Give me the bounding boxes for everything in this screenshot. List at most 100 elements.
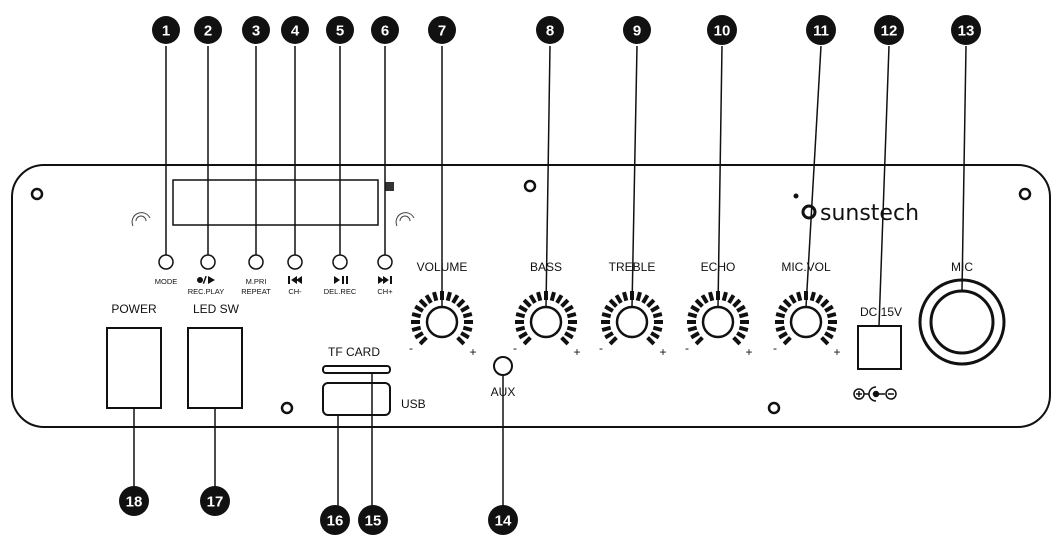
knob-tick (432, 291, 439, 302)
mic-vol-knob[interactable] (775, 291, 837, 346)
rec-play-button[interactable] (200, 254, 216, 270)
knob-tick (515, 312, 526, 319)
del-rec-button[interactable] (332, 254, 348, 270)
knob-tick (460, 304, 470, 313)
knob-tick (732, 336, 742, 346)
mode-button[interactable] (158, 254, 174, 270)
knob-tick (411, 312, 422, 319)
knob-tick (604, 331, 614, 340)
ch-minus-button[interactable] (287, 254, 303, 270)
leader-lines (133, 45, 967, 507)
knob-tick (622, 291, 629, 302)
volume-plus-mark: + (469, 345, 476, 359)
svg-text:14: 14 (495, 513, 512, 530)
led-sw-switch[interactable] (187, 327, 243, 409)
knob-tick (566, 325, 577, 332)
usb-label: USB (401, 397, 426, 411)
knob-tick (646, 298, 656, 308)
knob-tick (687, 325, 698, 332)
knob-tick (788, 294, 797, 304)
svg-text:3: 3 (252, 23, 260, 40)
bass-knob[interactable] (515, 291, 577, 346)
knob-tick (650, 331, 660, 340)
knob-tick (809, 291, 816, 302)
knob-tick (614, 294, 623, 304)
screw-hole (30, 187, 44, 201)
knob-tick (687, 312, 698, 319)
dc-label: DC 15V (860, 305, 902, 319)
knob-tick (462, 325, 473, 332)
bass-plus-mark: + (573, 345, 580, 359)
svg-text:4: 4 (291, 23, 300, 40)
knob-tick (824, 304, 834, 313)
screw-hole (1018, 187, 1032, 201)
knob-tick (456, 336, 466, 346)
display-window (172, 179, 379, 226)
knob-tick (518, 304, 528, 313)
svg-text:9: 9 (633, 23, 641, 40)
callout-11: 11 (806, 15, 836, 45)
knob-tick (736, 331, 746, 340)
slash-icon (202, 275, 207, 284)
screw-hole (280, 401, 294, 415)
power-label: POWER (111, 302, 157, 316)
volume-minus-mark: - (409, 341, 413, 355)
usb-port[interactable] (322, 382, 391, 416)
knob-tick (782, 298, 792, 308)
knob-tick (694, 298, 704, 308)
aux-jack[interactable] (493, 356, 513, 376)
ch-plus-button[interactable] (377, 254, 393, 270)
svg-text:7: 7 (438, 23, 446, 40)
knob-tick (601, 312, 612, 319)
ch-minus-label: CH- (288, 287, 302, 296)
callout-7: 7 (428, 16, 456, 44)
callout-14: 14 (488, 505, 518, 535)
svg-text:8: 8 (546, 23, 554, 40)
next-bar-icon (390, 276, 392, 284)
tf-card-slot[interactable] (322, 365, 391, 374)
prev-icon (291, 276, 297, 284)
screw-holes (30, 179, 1032, 415)
callout-9: 9 (623, 16, 651, 44)
treble-plus-mark: + (659, 345, 666, 359)
knob-tick (604, 304, 614, 313)
knob-tick (601, 325, 612, 332)
svg-text:10: 10 (714, 23, 731, 40)
knob-tick (736, 304, 746, 313)
mpri-repeat-button[interactable] (248, 254, 264, 270)
svg-text:17: 17 (207, 494, 224, 511)
knob-tick (778, 331, 788, 340)
dc-jack[interactable] (857, 325, 902, 370)
panel-outline (11, 164, 1051, 428)
pause-bar-icon (346, 276, 348, 284)
volume-knob[interactable] (411, 291, 473, 346)
knob-tick (646, 336, 656, 346)
knob-tick (820, 336, 830, 346)
knob-tick (451, 294, 460, 304)
mic-jack-outer[interactable] (918, 278, 1006, 366)
knob-tick (460, 331, 470, 340)
svg-text:5: 5 (336, 23, 344, 40)
play-icon (208, 276, 215, 284)
callout-15: 15 (358, 505, 388, 535)
knob-tick (414, 304, 424, 313)
knob-tick (418, 336, 428, 346)
knob-tick (462, 312, 473, 319)
dc-polarity-icon (853, 386, 897, 402)
knob-tick (411, 325, 422, 332)
svg-text:1: 1 (162, 23, 170, 40)
callout-18: 18 (119, 486, 149, 516)
callout-4: 4 (281, 16, 309, 44)
knob-tick (515, 325, 526, 332)
ch-plus-label: CH+ (377, 287, 393, 296)
treble-label: TREBLE (609, 260, 656, 274)
callout-3: 3 (242, 16, 270, 44)
display-indicator (385, 182, 394, 191)
svg-text:11: 11 (813, 23, 829, 40)
repeat-label: REPEAT (241, 287, 271, 296)
power-switch[interactable] (106, 327, 162, 409)
knob-tick (566, 312, 577, 319)
mic-vol-plus-mark: + (833, 345, 840, 359)
echo-knob[interactable] (687, 291, 749, 346)
